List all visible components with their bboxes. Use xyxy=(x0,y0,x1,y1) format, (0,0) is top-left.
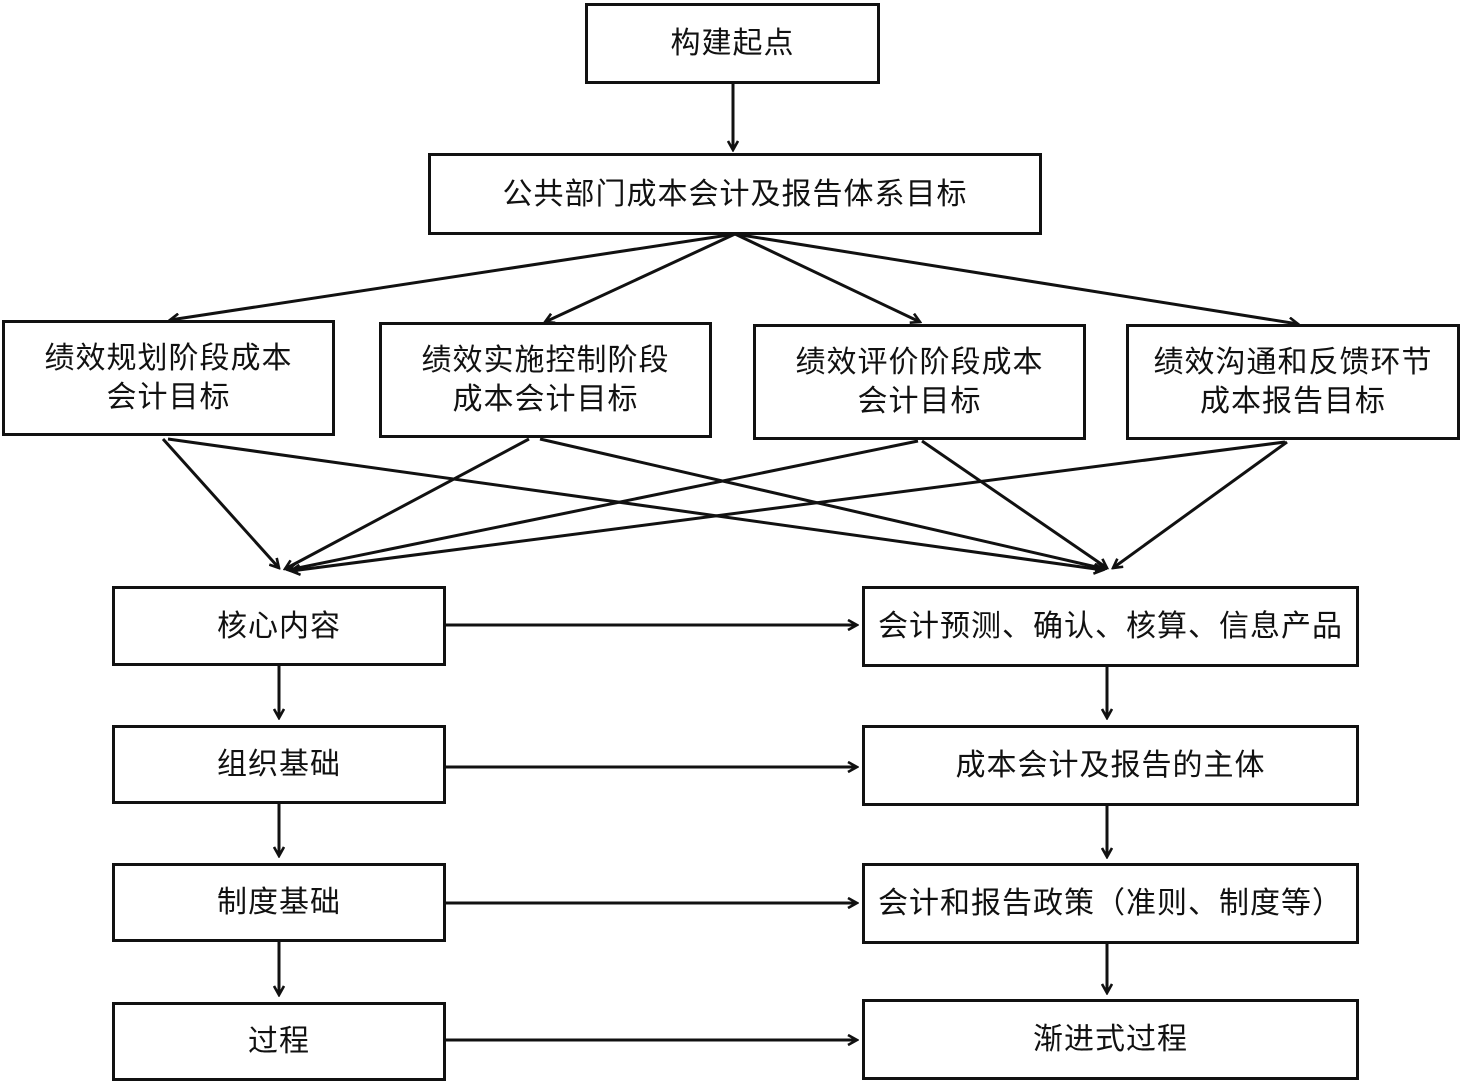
arrow-goal-to-feedback xyxy=(734,232,1298,324)
stage-goal-planning-box: 绩效规划阶段成本 会计目标 xyxy=(2,320,335,436)
core-content-label: 核心内容 xyxy=(217,608,341,644)
accounting-products-box: 会计预测、确认、核算、信息产品 xyxy=(862,586,1359,667)
arrow-goal-to-planning xyxy=(170,232,736,320)
arrow-planning-to-core xyxy=(161,437,279,568)
system-basis-label: 制度基础 xyxy=(217,885,341,920)
start-label: 构建起点 xyxy=(670,26,795,61)
reporting-policy-label: 会计和报告政策（准则、制度等） xyxy=(878,886,1343,921)
core-content-box: 核心内容 xyxy=(112,586,446,666)
stage-goal-implementation-label: 绩效实施控制阶段 成本会计目标 xyxy=(421,343,670,417)
stage-goal-feedback-label: 绩效沟通和反馈环节 成本报告目标 xyxy=(1153,345,1433,419)
arrow-feedback-to-products xyxy=(1113,440,1288,568)
arrow-evaluation-to-core xyxy=(288,439,919,570)
process-label: 过程 xyxy=(248,1024,310,1059)
arrow-feedback-to-core xyxy=(291,440,1286,571)
system-basis-box: 制度基础 xyxy=(112,863,446,942)
goal-label: 公共部门成本会计及报告体系目标 xyxy=(502,176,968,212)
arrow-implementation-to-core xyxy=(285,437,530,569)
arrow-planning-to-products xyxy=(167,437,1103,570)
process-box: 过程 xyxy=(112,1002,446,1081)
arrow-implementation-to-products xyxy=(539,437,1105,569)
stage-goal-feedback-box: 绩效沟通和反馈环节 成本报告目标 xyxy=(1126,324,1460,440)
stage-goal-implementation-box: 绩效实施控制阶段 成本会计目标 xyxy=(379,322,712,438)
gradual-process-box: 渐进式过程 xyxy=(862,999,1359,1080)
gradual-process-label: 渐进式过程 xyxy=(1033,1022,1188,1057)
reporting-entity-box: 成本会计及报告的主体 xyxy=(862,725,1359,806)
goal-box: 公共部门成本会计及报告体系目标 xyxy=(428,153,1042,235)
arrow-evaluation-to-products xyxy=(921,439,1107,568)
stage-goal-planning-label: 绩效规划阶段成本 会计目标 xyxy=(44,341,293,415)
stage-goal-evaluation-box: 绩效评价阶段成本 会计目标 xyxy=(753,324,1086,440)
reporting-policy-box: 会计和报告政策（准则、制度等） xyxy=(862,863,1359,944)
org-basis-box: 组织基础 xyxy=(112,725,446,804)
arrow-goal-to-implementation xyxy=(545,232,736,322)
arrow-goal-to-evaluation xyxy=(734,232,920,322)
reporting-entity-label: 成本会计及报告的主体 xyxy=(955,748,1266,783)
stage-goal-evaluation-label: 绩效评价阶段成本 会计目标 xyxy=(795,345,1044,419)
org-basis-label: 组织基础 xyxy=(217,747,341,782)
start-box: 构建起点 xyxy=(585,3,880,84)
accounting-products-label: 会计预测、确认、核算、信息产品 xyxy=(878,609,1343,644)
